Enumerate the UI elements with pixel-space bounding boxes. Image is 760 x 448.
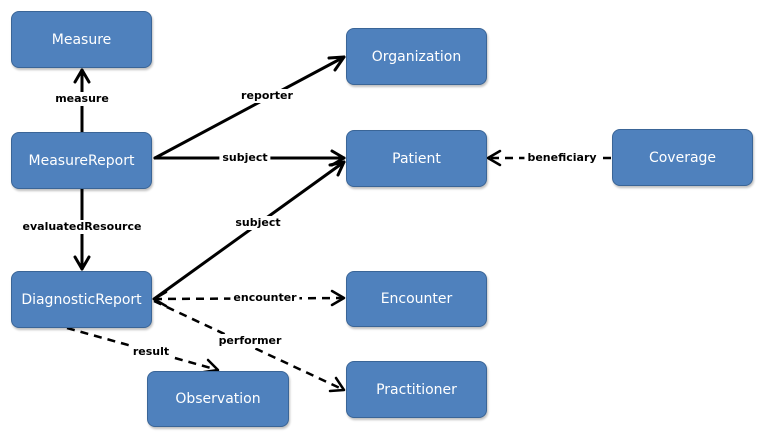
- edge-label-subject-diagnostic-report: subject: [232, 216, 284, 230]
- edge-label-reporter: reporter: [238, 89, 296, 103]
- edge-subject-diagnostic-report: [152, 160, 346, 301]
- node-observation[interactable]: Observation: [147, 371, 289, 427]
- node-practitioner[interactable]: Practitioner: [346, 361, 487, 418]
- edge-label-measure: measure: [52, 92, 112, 106]
- edge-encounter: [153, 296, 345, 301]
- edge-dr-left-arrowhead: [152, 290, 168, 308]
- edge-label-subject-measure-report: subject: [219, 151, 271, 165]
- edge-encounter-arrowhead: [330, 289, 346, 307]
- node-encounter[interactable]: Encounter: [346, 271, 487, 327]
- node-patient[interactable]: Patient: [346, 130, 487, 187]
- node-coverage[interactable]: Coverage: [612, 129, 753, 186]
- node-measure[interactable]: Measure: [11, 11, 152, 68]
- edge-beneficiary-arrowhead: [486, 149, 502, 167]
- edge-reporter-arrowhead: [327, 55, 346, 72]
- edge-measure-arrowhead: [73, 68, 91, 84]
- edge-label-beneficiary: beneficiary: [524, 151, 600, 165]
- node-organization[interactable]: Organization: [346, 28, 487, 85]
- edge-label-result: result: [129, 345, 173, 359]
- node-measure-report[interactable]: MeasureReport: [11, 132, 152, 189]
- edge-label-performer: performer: [215, 334, 285, 348]
- edge-label-encounter: encounter: [230, 291, 300, 305]
- node-diagnostic-report[interactable]: DiagnosticReport: [11, 271, 152, 328]
- edge-evaluated-resource-arrowhead: [73, 255, 91, 271]
- edge-label-evaluated-resource: evaluatedResource: [19, 220, 145, 234]
- edge-reporter: [153, 55, 346, 160]
- edge-subject-diagnostic-report-arrowhead: [328, 160, 346, 177]
- edge-performer-arrowhead: [328, 376, 346, 393]
- edge-result: [66, 326, 219, 372]
